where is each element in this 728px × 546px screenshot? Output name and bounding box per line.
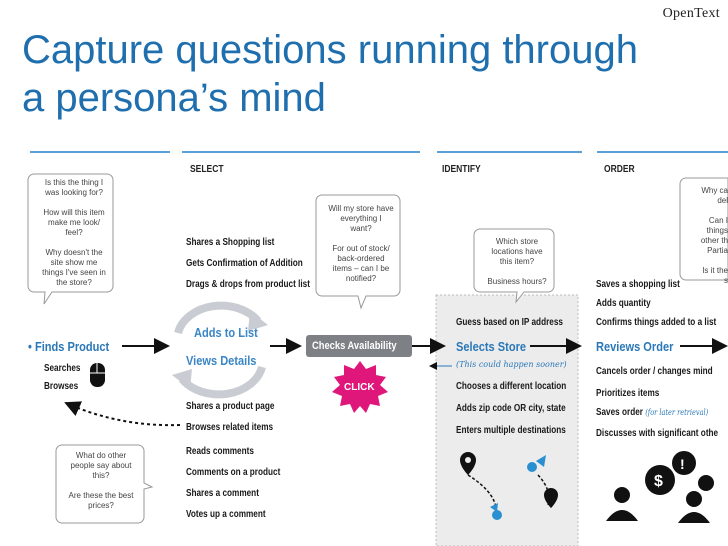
bubble-2-shape	[315, 194, 401, 310]
order-top-3: Confirms things added to a list	[596, 317, 717, 328]
map-pins-icon	[460, 452, 558, 520]
order-saves-note: (for later retrieval)	[645, 408, 709, 417]
comment-item-4: Votes up a comment	[186, 509, 266, 520]
cycle-arrow-top	[174, 301, 262, 335]
comment-item-2: Comments on a product	[186, 467, 281, 478]
comment-item-3: Shares a comment	[186, 488, 259, 499]
order-item-1: Cancels order / changes mind	[596, 366, 713, 377]
svg-text:!: !	[680, 456, 685, 472]
bubble-3-shape	[473, 228, 555, 304]
checks-availability-box	[306, 335, 412, 357]
opentext-logo: OpenText	[662, 6, 720, 21]
col-header-select: SELECT	[190, 164, 224, 175]
people-chat-icon: $ !	[606, 451, 714, 523]
click-label: CLICK	[344, 382, 375, 393]
order-item-2: Prioritizes items	[596, 388, 660, 399]
identify-top: Guess based on IP address	[456, 317, 563, 328]
diagram-graphics: $ !	[27, 151, 728, 546]
cycle-arrow-top-head	[248, 311, 268, 331]
identify-item-3: Enters multiple destinations	[456, 425, 566, 436]
title-line-2: a persona’s mind	[22, 76, 326, 120]
reviews-order: Reviews Order	[596, 339, 674, 354]
views-details: Views Details	[186, 353, 257, 368]
select-item-5: Browses related items	[186, 422, 274, 433]
find-searches: Searches	[44, 363, 81, 374]
comment-item-1: Reads comments	[186, 446, 254, 457]
svg-text:$: $	[654, 473, 663, 490]
checks-availability: Checks Availability	[312, 340, 397, 352]
selects-store: Selects Store	[456, 339, 527, 354]
bubble-5-shape	[55, 444, 154, 524]
order-saves: Saves order (for later retrieval)	[596, 407, 709, 418]
order-top-1: Saves a shopping list	[596, 279, 680, 290]
select-item-4: Shares a product page	[186, 401, 275, 412]
order-last: Discusses with significant othe	[596, 428, 719, 439]
identify-item-2: Adds zip code OR city, state	[456, 403, 566, 414]
col-header-identify: IDENTIFY	[442, 164, 481, 175]
cycle-arrow-bottom	[178, 365, 266, 399]
identify-note: (This could happen sooner)	[456, 360, 567, 369]
adds-to-list: Adds to List	[194, 325, 258, 340]
find-browses: Browses	[44, 381, 79, 392]
identify-item-1: Chooses a different location	[456, 381, 567, 392]
order-top-2: Adds quantity	[596, 298, 651, 309]
bubble-4-shape	[679, 177, 728, 281]
persona-journey-diagram: $ ! SELECT IDENTIFY ORDER Is this the th…	[0, 145, 728, 546]
select-item-3: Drags & drops from product list	[186, 279, 310, 290]
bubble-1-shape	[27, 173, 114, 305]
finds-product: • Finds Product	[28, 339, 110, 354]
dotted-return-arrow	[64, 401, 181, 427]
select-item-2: Gets Confirmation of Addition	[186, 258, 303, 269]
slide-title: Capture questions running through a pers…	[22, 26, 662, 122]
identify-box	[435, 294, 579, 546]
select-item-1: Shares a Shopping list	[186, 237, 275, 248]
click-starburst	[332, 361, 388, 413]
cycle-arrow-bottom-head	[172, 369, 192, 389]
mouse-icon	[90, 363, 105, 387]
title-line-1: Capture questions running through	[22, 28, 638, 72]
col-header-order: ORDER	[604, 164, 635, 175]
